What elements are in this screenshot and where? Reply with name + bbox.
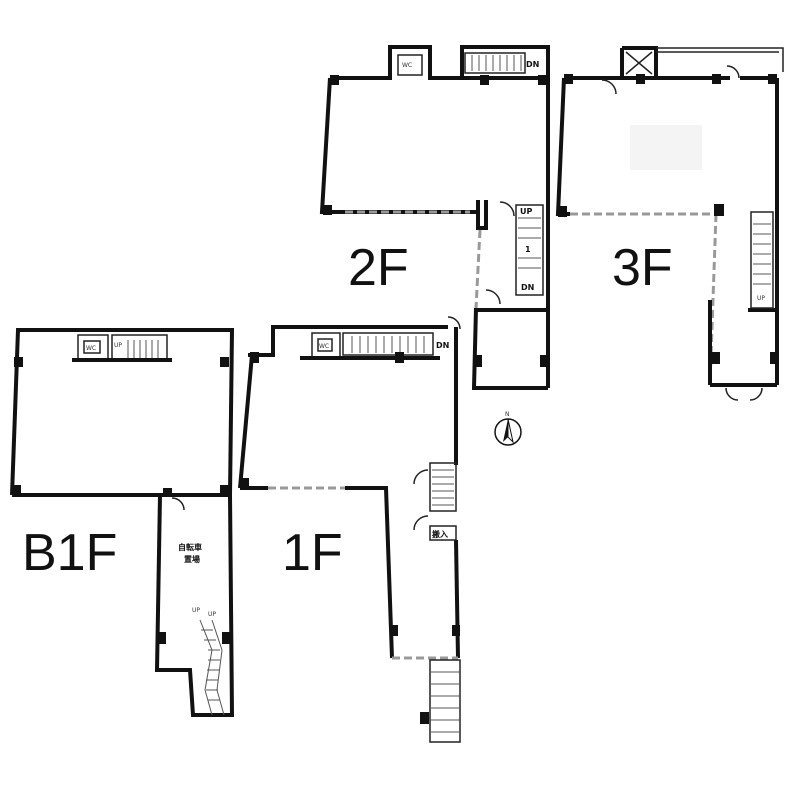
f1-entrance-box xyxy=(429,525,457,541)
f1-front-steps xyxy=(429,659,461,743)
b1f-wc-label: WC xyxy=(86,345,96,352)
north-arrow-icon: N xyxy=(494,411,522,446)
f2-dn-label: DN xyxy=(526,60,539,69)
f2-dn-label-2: DN xyxy=(521,283,534,292)
north-label: N xyxy=(505,411,510,418)
f1-wc-label: WC xyxy=(319,343,329,350)
f1-side-stair xyxy=(429,462,457,512)
f1-plan: WC DN 搬入 xyxy=(238,316,461,743)
b1f-bike-label-2: 置場 xyxy=(184,554,200,564)
f1-floor-label: 1F xyxy=(282,524,343,582)
f2-up-label: UP xyxy=(520,207,532,216)
f3-light-area xyxy=(630,125,702,170)
f2-plan: WC DN UP 1 DN 2F xyxy=(319,45,550,390)
f3-floor-label: 3F xyxy=(612,239,673,297)
b1f-up-label-3: UP xyxy=(208,611,216,618)
f1-stair xyxy=(342,332,434,356)
f1-dn-label: DN xyxy=(436,341,449,350)
f3-up-label: UP xyxy=(757,295,765,302)
b1f-bike-label-1: 自転車 xyxy=(178,542,202,552)
b1f-up-label: UP xyxy=(114,342,122,349)
b1f-up-label-2: UP xyxy=(192,607,200,614)
b1f-floor-label: B1F xyxy=(22,524,117,582)
f3-stair xyxy=(750,211,774,309)
f3-plan: UP 3F xyxy=(555,46,784,401)
b1f-ramp-stair xyxy=(199,619,225,716)
f2-num-label: 1 xyxy=(525,245,531,254)
f1-entrance-label: 搬入 xyxy=(432,529,448,539)
b1f-plan: WC UP 自転車 置場 UP UP B1F xyxy=(10,328,235,717)
f2-side-stair xyxy=(515,204,544,296)
f2-wc-box xyxy=(397,54,423,76)
f2-wc-label: WC xyxy=(402,62,412,69)
f2-top-stair xyxy=(464,52,526,74)
f2-floor-label: 2F xyxy=(348,239,409,297)
